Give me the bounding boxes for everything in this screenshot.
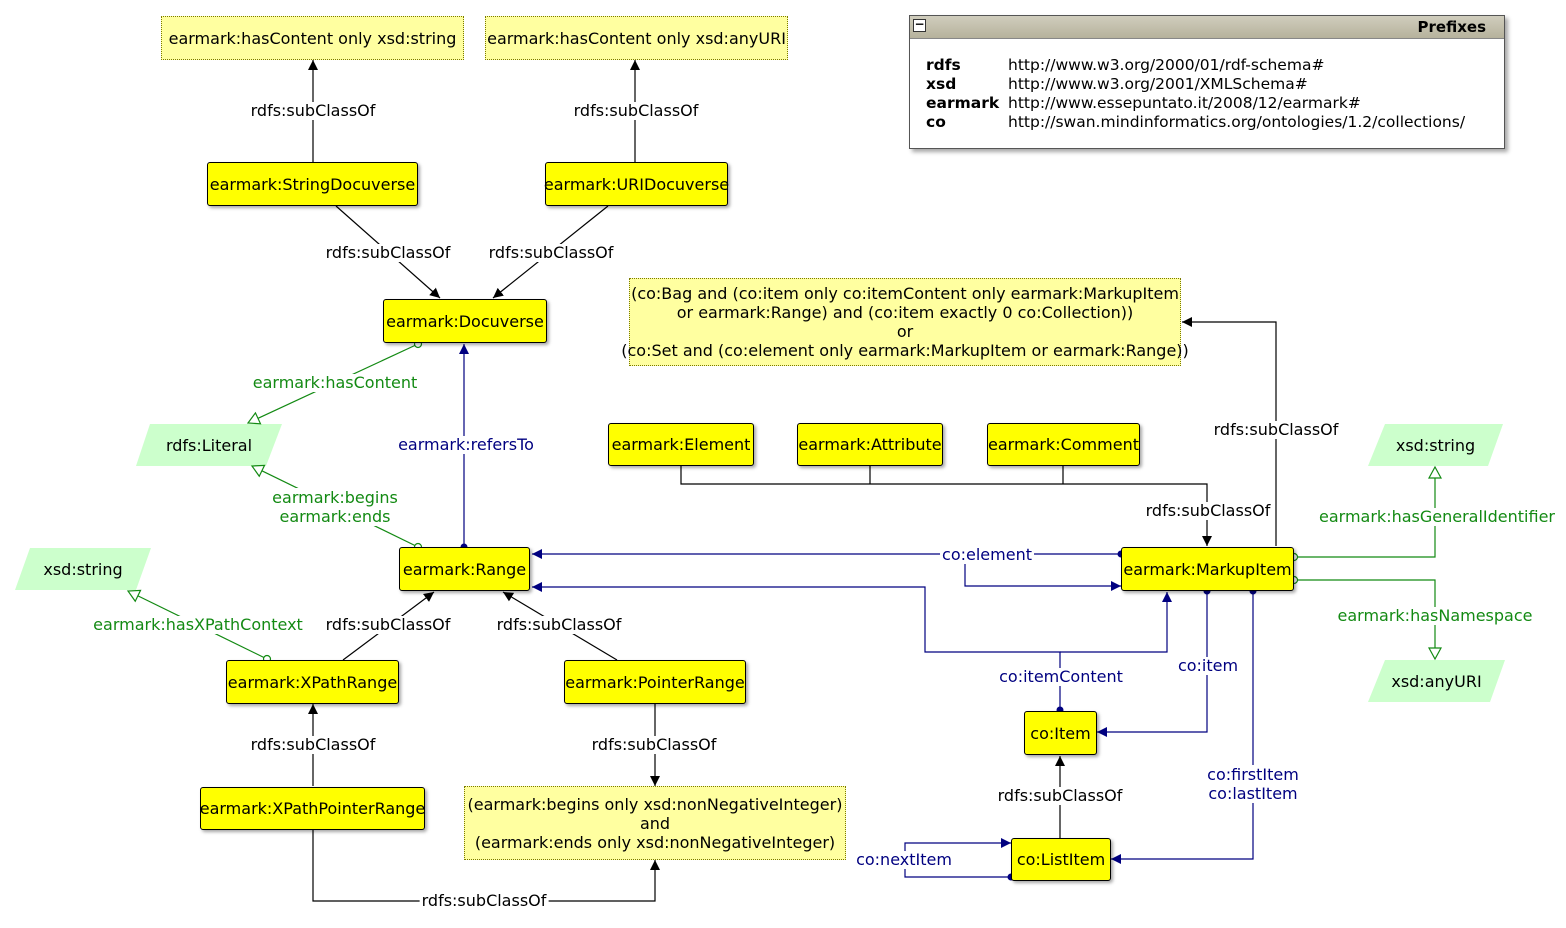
edge-markupitem-to-restr-collection	[1182, 317, 1277, 546]
edge-item-content-markupitem	[1060, 592, 1172, 653]
prefix-name: co	[926, 113, 946, 131]
label-subclass-listitem-item: rdfs:subClassOf	[995, 786, 1125, 805]
label-co-item-content: co:itemContent	[997, 667, 1125, 686]
restriction-hascontent-string: earmark:hasContent only xsd:string	[161, 16, 464, 60]
datatype-xsd-string-right[interactable]: xsd:string	[1395, 435, 1476, 455]
label-subclass-xpathrange-range: rdfs:subClassOf	[323, 615, 453, 634]
label-subclass-pointerrange-range: rdfs:subClassOf	[494, 615, 624, 634]
restriction-hascontent-anyuri: earmark:hasContent only xsd:anyURI	[485, 16, 788, 60]
restriction-collection-line-1: (co:Bag and (co:item only co:itemContent…	[631, 284, 1179, 303]
prefixes-header: − Prefixes	[910, 16, 1504, 39]
rdfs-literal-shape	[136, 424, 282, 466]
restriction-nonneg-line-3: (earmark:ends only xsd:nonNegativeIntege…	[474, 832, 836, 852]
datatype-rdfs-literal[interactable]: rdfs:Literal	[165, 435, 253, 455]
class-string-docuverse[interactable]: earmark:StringDocuverse	[207, 162, 418, 206]
class-xpath-pointer-range[interactable]: earmark:XPathPointerRange	[200, 787, 425, 830]
label-has-xpath-context: earmark:hasXPathContext	[91, 615, 305, 634]
label-co-item: co:item	[1175, 656, 1241, 675]
restriction-collection-line-2: or earmark:Range) and (co:item exactly 0…	[676, 303, 1134, 322]
class-uri-docuverse[interactable]: earmark:URIDocuverse	[544, 162, 729, 206]
label-first-item: co:firstItem	[1207, 765, 1299, 784]
label-has-general-identifier: earmark:hasGeneralIdentifier	[1317, 507, 1557, 526]
prefix-uri: http://www.essepuntato.it/2008/12/earmar…	[1008, 94, 1361, 112]
label-subclass-uridocuverse: rdfs:subClassOf	[571, 101, 701, 120]
label-next-item: co:nextItem	[854, 850, 954, 869]
prefix-name: earmark	[926, 94, 1000, 112]
label-has-content: earmark:hasContent	[250, 373, 420, 392]
label-refers-to: earmark:refersTo	[396, 435, 536, 454]
label-subclass-xpathpointer-xpathrange: rdfs:subClassOf	[248, 735, 378, 754]
label-subclass-uridoc-docuverse: rdfs:subClassOf	[486, 243, 616, 262]
prefix-name: rdfs	[926, 56, 961, 74]
class-attribute[interactable]: earmark:Attribute	[797, 423, 943, 466]
collapse-button[interactable]: −	[913, 17, 926, 32]
edge-has-namespace	[1294, 580, 1435, 659]
edge-has-general-identifier	[1294, 467, 1435, 557]
class-pointer-range[interactable]: earmark:PointerRange	[564, 660, 746, 704]
xsd-string-left-shape	[15, 548, 151, 590]
xsd-string-right-shape	[1368, 424, 1503, 466]
prefix-uri: http://swan.mindinformatics.org/ontologi…	[1008, 113, 1466, 131]
label-begins-ends: earmark:begins earmark:ends	[270, 488, 400, 526]
edge-first-last-item	[1111, 587, 1257, 864]
restriction-collection-line-3: or	[896, 322, 914, 341]
prefix-name: xsd	[926, 75, 957, 93]
datatype-xsd-anyuri[interactable]: xsd:anyURI	[1391, 671, 1482, 691]
label-last-item: co:lastItem	[1208, 784, 1298, 803]
prefix-uri: http://www.w3.org/2000/01/rdf-schema#	[1008, 56, 1325, 74]
label-has-namespace: earmark:hasNamespace	[1335, 606, 1535, 625]
prefix-uri: http://www.w3.org/2001/XMLSchema#	[1008, 75, 1308, 93]
class-docuverse[interactable]: earmark:Docuverse	[383, 299, 547, 343]
restriction-nonneg-line-2: and	[639, 813, 671, 833]
class-comment[interactable]: earmark:Comment	[987, 423, 1140, 466]
class-markup-item[interactable]: earmark:MarkupItem	[1121, 547, 1294, 591]
class-range[interactable]: earmark:Range	[399, 547, 530, 591]
class-xpath-range[interactable]: earmark:XPathRange	[226, 660, 399, 704]
restriction-nonnegative-integer: (earmark:begins only xsd:nonNegativeInte…	[464, 786, 846, 860]
label-subclass-pointerrange-restr: rdfs:subClassOf	[589, 735, 719, 754]
restriction-nonneg-line-1: (earmark:begins only xsd:nonNegativeInte…	[467, 794, 843, 814]
restriction-collection: (co:Bag and (co:item only co:itemContent…	[621, 278, 1189, 366]
edge-element-to-markupitem	[680, 466, 1212, 546]
class-element[interactable]: earmark:Element	[608, 423, 754, 466]
datatype-xsd-string-left[interactable]: xsd:string	[43, 559, 123, 579]
label-first-last-item: co:firstItem co:lastItem	[1205, 765, 1301, 803]
prefixes-panel: − Prefixes rdfs http://www.w3.org/2000/0…	[909, 15, 1505, 149]
label-begins: earmark:begins	[272, 488, 398, 507]
label-ends: earmark:ends	[279, 507, 391, 526]
label-subclass-stringdoc-docuverse: rdfs:subClassOf	[323, 243, 453, 262]
label-co-element: co:element	[940, 545, 1034, 564]
label-subclass-markupitem: rdfs:subClassOf	[1143, 501, 1273, 520]
prefixes-title: Prefixes	[1417, 18, 1486, 36]
label-subclass-markupitem-restr: rdfs:subClassOf	[1211, 420, 1341, 439]
restriction-collection-line-4: (co:Set and (co:element only earmark:Mar…	[621, 341, 1189, 360]
label-subclass-stringdocuverse: rdfs:subClassOf	[248, 101, 378, 120]
label-subclass-xpathpointer-restr: rdfs:subClassOf	[419, 891, 549, 910]
class-co-list-item[interactable]: co:ListItem	[1011, 838, 1111, 881]
class-co-item[interactable]: co:Item	[1024, 711, 1097, 755]
xsd-anyuri-shape	[1368, 660, 1505, 702]
